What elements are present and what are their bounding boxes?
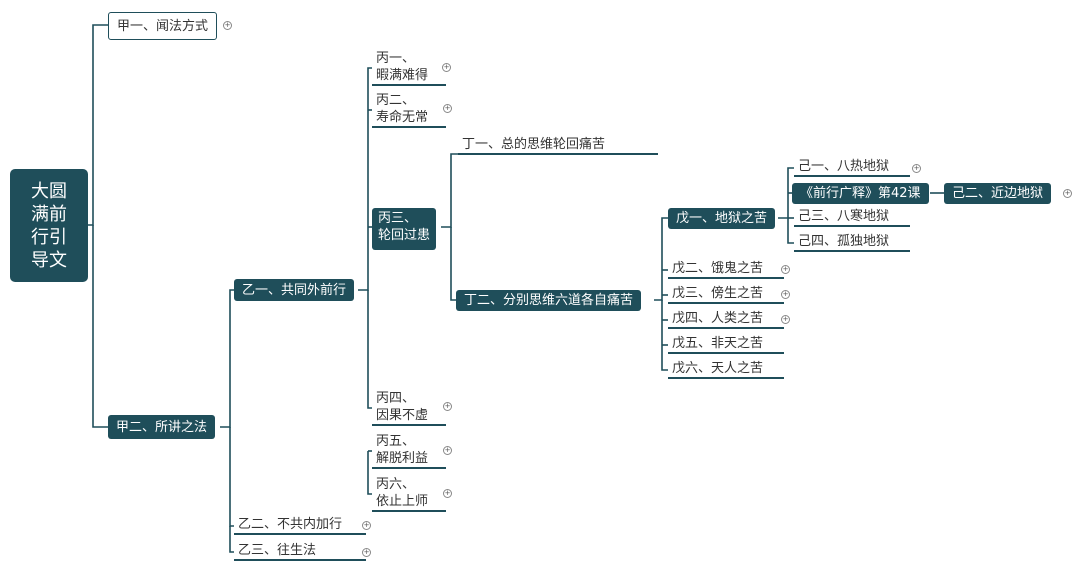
plus-circle-icon[interactable]: + (781, 265, 790, 274)
node-wu3-label: 戊三、傍生之苦 (672, 286, 764, 301)
node-bing5[interactable]: 丙五、解脱利益 (372, 433, 446, 469)
node-bing2[interactable]: 丙二、寿命无常 (372, 92, 446, 128)
node-jia1-label: 甲一、闻法方式 (117, 18, 209, 34)
plus-circle-icon[interactable]: + (223, 21, 232, 30)
node-jia2-label: 甲二、所讲之法 (116, 419, 208, 435)
node-ji3-label: 己三、八寒地狱 (798, 209, 890, 224)
node-ding2-label: 丁二、分别思维六道各自痛苦 (464, 293, 634, 308)
node-wu5-label: 戊五、非天之苦 (672, 336, 764, 351)
node-ji1-label: 己一、八热地狱 (798, 159, 890, 174)
node-yi2[interactable]: 乙二、不共内加行 (234, 516, 366, 535)
root-node[interactable]: 大圆满前行引导文 (10, 169, 88, 282)
node-yi3-label: 乙三、往生法 (238, 543, 317, 558)
node-yi1-label: 乙一、共同外前行 (242, 282, 347, 298)
node-bing4[interactable]: 丙四、因果不虚 (372, 390, 446, 426)
plus-circle-icon[interactable]: + (781, 315, 790, 324)
node-bing6[interactable]: 丙六、依止上师 (372, 476, 446, 512)
node-ji1[interactable]: 己一、八热地狱 (794, 158, 910, 177)
node-jia2[interactable]: 甲二、所讲之法 (108, 415, 216, 439)
node-ji3[interactable]: 己三、八寒地狱 (794, 208, 910, 227)
node-wu4-label: 戊四、人类之苦 (672, 311, 764, 326)
plus-circle-icon[interactable]: + (912, 164, 921, 173)
root-label: 大圆满前行引导文 (31, 180, 67, 271)
node-wu6-label: 戊六、天人之苦 (672, 361, 764, 376)
node-ji2[interactable]: 己二、近边地狱 (944, 183, 1052, 204)
node-bing1-line1: 丙一、 (376, 51, 416, 66)
node-bing1[interactable]: 丙一、暇满难得 (372, 50, 446, 86)
node-jia1[interactable]: 甲一、闻法方式 (108, 12, 218, 40)
plus-circle-icon[interactable]: + (442, 63, 451, 72)
node-wu1[interactable]: 戊一、地狱之苦 (668, 208, 776, 229)
node-bing1-line2: 暇满难得 (376, 68, 429, 83)
node-ji4-label: 己四、孤独地狱 (798, 234, 890, 249)
node-wu2[interactable]: 戊二、饿鬼之苦 (668, 260, 784, 279)
node-bing5-line1: 丙五、 (376, 434, 416, 449)
node-wu6[interactable]: 戊六、天人之苦 (668, 360, 784, 379)
node-bing5-line2: 解脱利益 (376, 451, 429, 466)
plus-circle-icon[interactable]: + (781, 290, 790, 299)
plus-circle-icon[interactable]: + (443, 402, 452, 411)
node-bing3-line2: 轮回过患 (378, 228, 431, 243)
plus-circle-icon[interactable]: + (1063, 189, 1072, 198)
node-bing2-line1: 丙二、 (376, 93, 416, 108)
node-yi1[interactable]: 乙一、共同外前行 (234, 279, 355, 301)
node-bing3[interactable]: 丙三、轮回过患 (372, 208, 437, 250)
node-yi3[interactable]: 乙三、往生法 (234, 542, 366, 561)
plus-circle-icon[interactable]: + (362, 521, 371, 530)
node-wu1-label: 戊一、地狱之苦 (676, 211, 768, 226)
plus-circle-icon[interactable]: + (443, 446, 452, 455)
plus-circle-icon[interactable]: + (362, 548, 371, 557)
node-ding2[interactable]: 丁二、分别思维六道各自痛苦 (456, 290, 642, 311)
node-bing4-line1: 丙四、 (376, 391, 416, 406)
node-wu3[interactable]: 戊三、傍生之苦 (668, 285, 784, 304)
node-lesson[interactable]: 《前行广释》第42课 (792, 183, 929, 204)
node-wu4[interactable]: 戊四、人类之苦 (668, 310, 784, 329)
node-wu5[interactable]: 戊五、非天之苦 (668, 335, 784, 354)
node-ji2-label: 己二、近边地狱 (952, 186, 1044, 201)
node-ding1-label: 丁一、总的思维轮回痛苦 (462, 137, 606, 152)
node-wu2-label: 戊二、饿鬼之苦 (672, 261, 764, 276)
node-lesson-label: 《前行广释》第42课 (800, 186, 921, 201)
node-bing4-line2: 因果不虚 (376, 408, 429, 423)
node-ding1[interactable]: 丁一、总的思维轮回痛苦 (458, 136, 658, 155)
node-bing3-line1: 丙三、 (378, 211, 418, 226)
node-yi2-label: 乙二、不共内加行 (238, 517, 343, 532)
node-ji4[interactable]: 己四、孤独地狱 (794, 233, 910, 252)
plus-circle-icon[interactable]: + (443, 104, 452, 113)
node-bing6-line2: 依止上师 (376, 494, 429, 509)
node-bing6-line1: 丙六、 (376, 477, 416, 492)
node-bing2-line2: 寿命无常 (376, 110, 429, 125)
plus-circle-icon[interactable]: + (443, 489, 452, 498)
